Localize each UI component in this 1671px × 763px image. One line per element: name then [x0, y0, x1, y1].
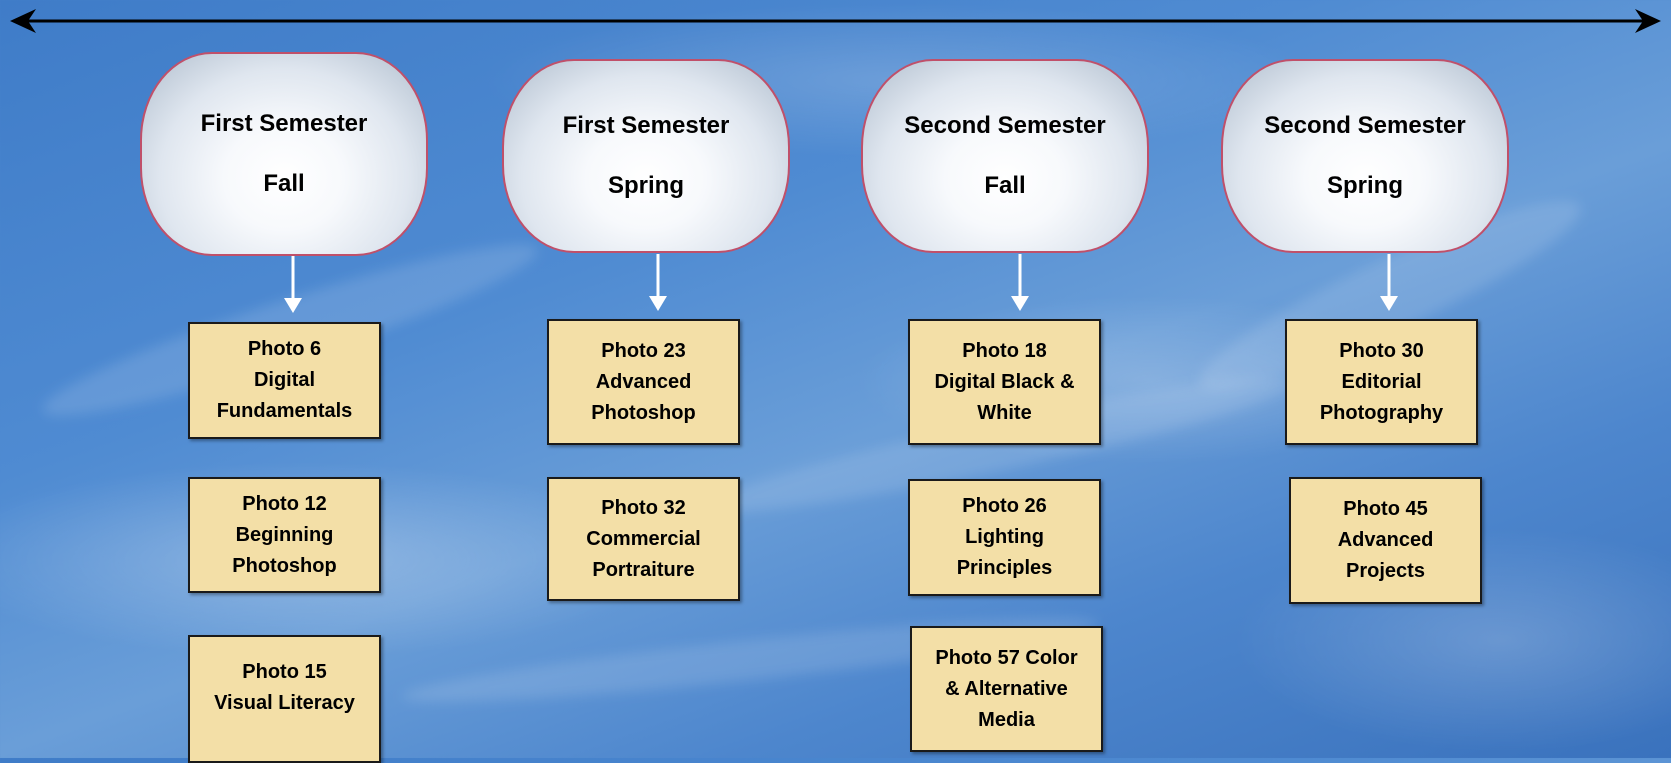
- course-number: Photo 32: [601, 496, 686, 519]
- semester-term: Fall: [984, 172, 1026, 199]
- course-number: Photo 26: [962, 495, 1047, 517]
- course-title-line: Media: [978, 708, 1035, 731]
- course-photo-6: Photo 6 Digital Fundamentals: [188, 322, 381, 439]
- course-title-line: Principles: [956, 557, 1053, 579]
- semester-term: Spring: [1327, 172, 1403, 199]
- timeline-right-arrowhead: [1635, 9, 1661, 33]
- course-title-line: Advanced: [595, 370, 692, 393]
- course-number: Photo 45: [1343, 498, 1428, 520]
- course-title-line: Advanced: [1337, 529, 1434, 551]
- course-title-line: White: [977, 401, 1032, 424]
- course-title-line: Visual Literacy: [214, 692, 355, 714]
- course-title-line: Photoshop: [591, 401, 696, 424]
- course-photo-57: Photo 57 Color & Alternative Media: [910, 626, 1103, 752]
- course-number: Photo 57 Color: [935, 646, 1078, 669]
- semester-term: Fall: [263, 170, 305, 197]
- semester-title: First Semester: [562, 112, 730, 139]
- course-number: Photo 15: [242, 661, 327, 683]
- semester-first-spring: First Semester Spring: [502, 59, 790, 253]
- semester-title: Second Semester: [1264, 112, 1466, 139]
- course-number: Photo 30: [1339, 339, 1424, 362]
- semester-second-spring: Second Semester Spring: [1221, 59, 1509, 253]
- course-photo-45: Photo 45 Advanced Projects: [1289, 477, 1482, 604]
- timeline-left-arrowhead: [10, 9, 36, 33]
- course-title-line: Lighting: [965, 526, 1044, 548]
- course-title-line: Photoshop: [232, 554, 337, 577]
- course-number: Photo 12: [242, 492, 327, 515]
- course-photo-26: Photo 26 Lighting Principles: [908, 479, 1101, 596]
- course-title-line: Beginning: [235, 523, 334, 546]
- course-number: Photo 23: [601, 339, 686, 362]
- course-photo-18: Photo 18 Digital Black & White: [908, 319, 1101, 445]
- course-photo-15: Photo 15 Visual Literacy: [188, 635, 381, 763]
- connector-arrow-2: [649, 254, 667, 311]
- course-title-line: Digital Black &: [934, 370, 1075, 393]
- semester-first-fall: First Semester Fall: [140, 52, 428, 256]
- semester-second-fall: Second Semester Fall: [861, 59, 1149, 253]
- semester-term: Spring: [608, 172, 684, 199]
- course-title-line: & Alternative: [945, 677, 1068, 700]
- course-photo-30: Photo 30 Editorial Photography: [1285, 319, 1478, 445]
- course-title-line: Digital: [253, 369, 316, 391]
- course-title-line: Portraiture: [592, 558, 695, 581]
- course-title-line: Fundamentals: [216, 400, 353, 422]
- semester-title: Second Semester: [904, 112, 1106, 139]
- connector-arrow-3: [1011, 254, 1029, 311]
- course-title-line: Commercial: [586, 527, 701, 550]
- semester-title: First Semester: [200, 110, 368, 137]
- course-number: Photo 18: [962, 339, 1047, 362]
- course-photo-32: Photo 32 Commercial Portraiture: [547, 477, 740, 601]
- course-photo-23: Photo 23 Advanced Photoshop: [547, 319, 740, 445]
- connector-arrow-4: [1380, 254, 1398, 311]
- course-photo-12: Photo 12 Beginning Photoshop: [188, 477, 381, 593]
- course-title-line: Photography: [1319, 401, 1444, 424]
- course-number: Photo 6: [247, 338, 322, 360]
- connector-arrow-1: [284, 256, 302, 313]
- course-title-line: Editorial: [1341, 370, 1422, 393]
- course-title-line: Projects: [1346, 560, 1425, 582]
